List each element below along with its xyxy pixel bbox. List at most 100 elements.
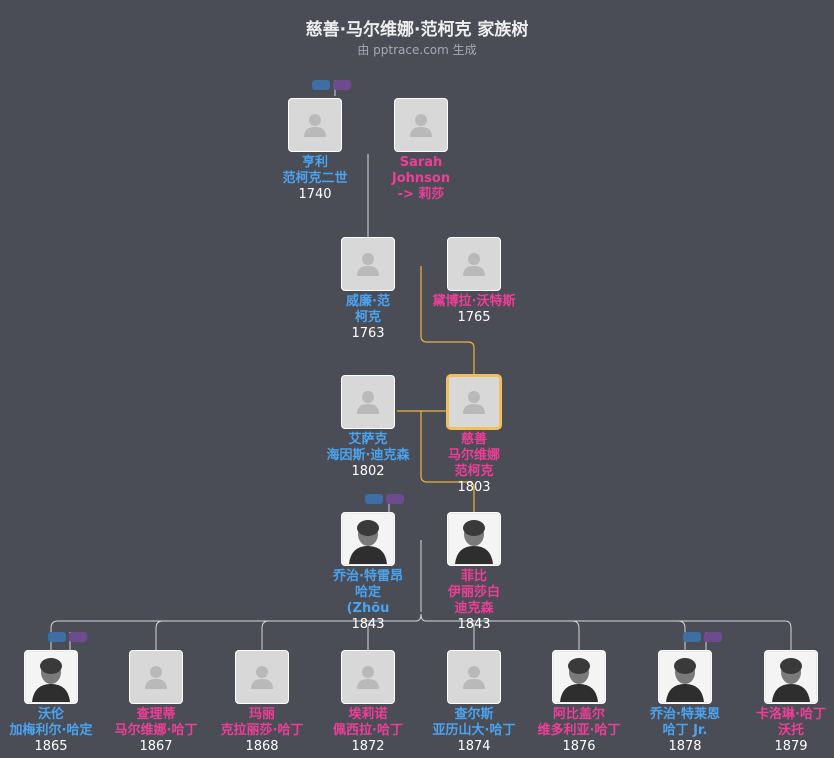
person-name-line: Sarah xyxy=(399,155,443,170)
person-name[interactable]: 查尔斯亚历山大·哈丁 xyxy=(419,707,529,739)
person-avatar-icon[interactable] xyxy=(394,98,448,152)
person-name-line: 海因斯·迪克森 xyxy=(326,448,410,463)
person-name-line: 阿比盖尔 xyxy=(552,707,605,722)
person-name-line: 马尔维娜 xyxy=(447,448,500,463)
page-subtitle: 由 pptrace.com 生成 xyxy=(357,43,477,57)
person-name-line: -> 莉莎 xyxy=(397,187,445,202)
person-name[interactable]: 菲比伊丽莎白迪克森 xyxy=(419,569,529,617)
person-name-line: 马尔维娜·哈丁 xyxy=(114,723,198,738)
person-name[interactable]: 卡洛琳·哈丁沃托 xyxy=(736,707,834,739)
person-name[interactable]: 乔治·特莱恩哈丁 Jr. xyxy=(630,707,740,739)
person-birth-year: 1879 xyxy=(774,739,808,754)
person-birth-year: 1868 xyxy=(245,739,279,754)
connector-children-bar xyxy=(50,613,792,650)
expand-children-badge[interactable] xyxy=(704,632,722,642)
expand-spouse-badge[interactable] xyxy=(48,632,66,642)
expand-descendants-badges-right[interactable] xyxy=(683,627,725,646)
person-name-line: (Zhōu xyxy=(346,601,390,616)
person-birth-year: 1874 xyxy=(457,739,491,754)
person-avatar-icon[interactable] xyxy=(447,237,501,291)
expand-ancestors-badges-top[interactable] xyxy=(312,75,354,94)
expand-children-badge[interactable] xyxy=(69,632,87,642)
person-name[interactable]: 威廉·范柯克 xyxy=(313,294,423,326)
person-photo[interactable] xyxy=(447,512,501,566)
person-name-line: 查理蒂 xyxy=(136,707,176,722)
expand-paternal-badge[interactable] xyxy=(365,494,383,504)
connector-child-charity2 xyxy=(155,620,164,650)
person-name[interactable]: 黛博拉·沃特斯 xyxy=(419,294,529,310)
person-avatar-icon[interactable] xyxy=(129,650,183,704)
person-photo[interactable] xyxy=(658,650,712,704)
person-avatar-icon[interactable] xyxy=(288,98,342,152)
person-name[interactable]: 慈善马尔维娜范柯克 xyxy=(419,432,529,480)
person-card-george2[interactable]: 乔治·特莱恩哈丁 Jr.1878 xyxy=(630,650,740,755)
person-name[interactable]: 埃莉诺佩西拉·哈丁 xyxy=(313,707,423,739)
expand-ancestors-badges-mid[interactable] xyxy=(365,489,407,508)
person-name-line: 维多利亚·哈丁 xyxy=(537,723,621,738)
person-name[interactable]: 乔治·特雷昂哈定(Zhōu xyxy=(313,569,423,617)
expand-paternal-badge[interactable] xyxy=(312,80,330,90)
person-name-line: 柯克 xyxy=(354,310,381,325)
page-title: 慈善·马尔维娜·范柯克 家族树 xyxy=(305,20,529,40)
person-name-line: 乔治·特莱恩 xyxy=(650,707,720,722)
person-name-line: 埃莉诺 xyxy=(348,707,388,722)
person-birth-year: 1876 xyxy=(562,739,596,754)
person-name[interactable]: 艾萨克海因斯·迪克森 xyxy=(313,432,423,464)
person-birth-year: 1867 xyxy=(139,739,173,754)
person-avatar-icon[interactable] xyxy=(447,375,501,429)
person-name[interactable]: 亨利范柯克二世 xyxy=(260,155,370,187)
person-avatar-icon[interactable] xyxy=(341,650,395,704)
person-avatar-icon[interactable] xyxy=(235,650,289,704)
expand-spouse-badge[interactable] xyxy=(683,632,701,642)
person-photo[interactable] xyxy=(764,650,818,704)
person-avatar-icon[interactable] xyxy=(447,650,501,704)
person-name-line: Johnson xyxy=(391,171,451,186)
connector-child-mary xyxy=(261,620,270,650)
person-name-line: 克拉丽莎·哈丁 xyxy=(220,723,304,738)
person-birth-year: 1878 xyxy=(668,739,702,754)
person-birth-year: 1803 xyxy=(457,480,491,495)
connector-child-abigail xyxy=(571,620,580,650)
expand-maternal-badge[interactable] xyxy=(386,494,404,504)
person-name-line: 黛博拉·沃特斯 xyxy=(432,294,516,309)
person-name-line: 威廉·范 xyxy=(346,294,390,309)
person-name-line: 加梅利尔·哈定 xyxy=(9,723,93,738)
person-name[interactable]: 玛丽克拉丽莎·哈丁 xyxy=(207,707,317,739)
person-photo[interactable] xyxy=(552,650,606,704)
person-name[interactable]: 沃伦加梅利尔·哈定 xyxy=(0,707,106,739)
person-birth-year: 1843 xyxy=(457,617,491,632)
person-avatar-icon[interactable] xyxy=(341,237,395,291)
person-name[interactable]: 阿比盖尔维多利亚·哈丁 xyxy=(524,707,634,739)
connector-child-george2 xyxy=(677,620,686,650)
person-photo[interactable] xyxy=(24,650,78,704)
person-name-line: 查尔斯 xyxy=(454,707,494,722)
person-avatar-icon[interactable] xyxy=(341,375,395,429)
person-name-line: 范柯克 xyxy=(454,464,494,479)
person-photo[interactable] xyxy=(341,512,395,566)
connector-isaac-phoebe xyxy=(420,411,475,512)
person-name-line: 佩西拉·哈丁 xyxy=(333,723,403,738)
connector-william-charity xyxy=(420,266,475,375)
person-name-line: 乔治·特雷昂 xyxy=(333,569,403,584)
expand-maternal-badge[interactable] xyxy=(333,80,351,90)
person-name-line: 伊丽莎白 xyxy=(447,585,500,600)
expand-descendants-badges-left[interactable] xyxy=(48,627,90,646)
person-name[interactable]: 查理蒂马尔维娜·哈丁 xyxy=(101,707,211,739)
